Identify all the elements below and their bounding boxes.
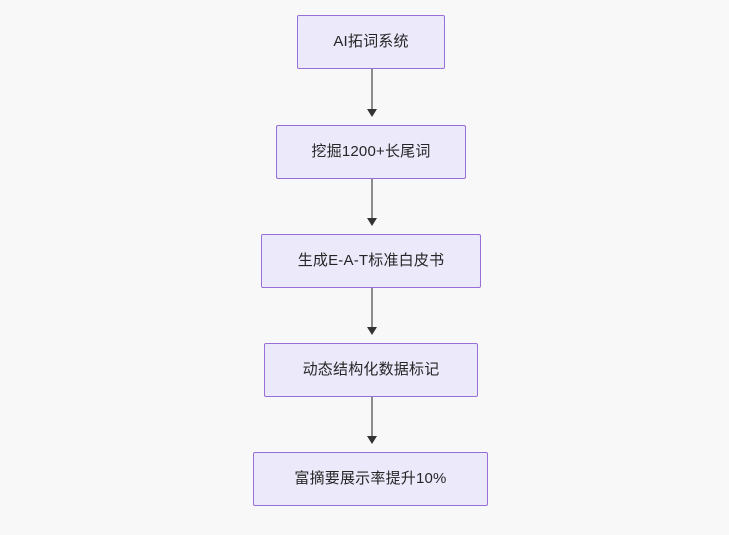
flow-arrow-head-icon bbox=[367, 436, 377, 444]
flow-arrow-head-icon bbox=[367, 327, 377, 335]
flow-node-n1[interactable]: AI拓词系统 bbox=[297, 15, 445, 69]
flow-node-label: AI拓词系统 bbox=[333, 33, 409, 50]
flow-node-n4[interactable]: 动态结构化数据标记 bbox=[264, 343, 478, 397]
flow-node-label: 生成E-A-T标准白皮书 bbox=[297, 252, 445, 269]
flow-arrow-line bbox=[371, 397, 373, 437]
flow-node-n2[interactable]: 挖掘1200+长尾词 bbox=[276, 125, 466, 179]
flow-node-label: 富摘要展示率提升10% bbox=[294, 470, 447, 487]
flow-node-label: 挖掘1200+长尾词 bbox=[311, 143, 431, 160]
flow-arrow-line bbox=[371, 288, 373, 328]
flow-arrow-line bbox=[371, 179, 373, 219]
flow-arrow-line bbox=[371, 69, 373, 110]
flow-node-n3[interactable]: 生成E-A-T标准白皮书 bbox=[261, 234, 481, 288]
flow-node-n5[interactable]: 富摘要展示率提升10% bbox=[253, 452, 488, 506]
flow-arrow-head-icon bbox=[367, 218, 377, 226]
flow-node-label: 动态结构化数据标记 bbox=[302, 361, 440, 378]
flow-arrow-head-icon bbox=[367, 109, 377, 117]
